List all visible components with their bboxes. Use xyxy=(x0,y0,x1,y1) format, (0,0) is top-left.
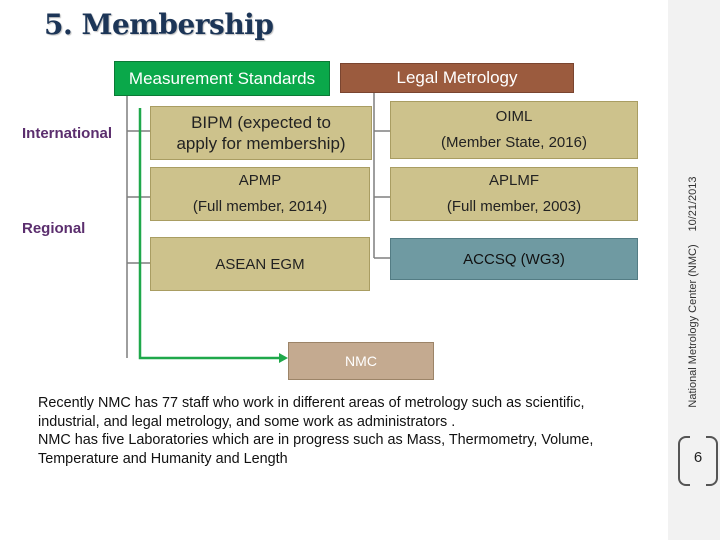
row-label-international: International xyxy=(22,125,113,142)
oiml-box: OIML (Member State, 2016) xyxy=(390,101,638,159)
accsq-box: ACCSQ (WG3) xyxy=(390,238,638,280)
nmc-arrow-head xyxy=(279,353,288,363)
measurement-standards-header: Measurement Standards xyxy=(114,61,330,96)
right-sidebar xyxy=(668,0,720,540)
bipm-box: BIPM (expected to apply for membership) xyxy=(150,106,372,160)
description-paragraph: Recently NMC has 77 staff who work in di… xyxy=(38,394,663,469)
description-line: NMC has five Laboratories which are in p… xyxy=(38,432,594,449)
description-line: industrial, and legal metrology, and som… xyxy=(38,413,456,430)
description-line: Recently NMC has 77 staff who work in di… xyxy=(38,395,585,411)
slide-title: 5. Membership xyxy=(44,8,274,41)
nmc-box: NMC xyxy=(288,342,434,380)
nmc-arrow-line xyxy=(138,108,282,360)
aplmf-box: APLMF (Full member, 2003) xyxy=(390,167,638,221)
apmp-box: APMP (Full member, 2014) xyxy=(150,167,370,221)
asean-egm-box: ASEAN EGM xyxy=(150,237,370,291)
row-label-regional: Regional xyxy=(22,220,86,237)
page-number: 6 xyxy=(678,436,718,486)
description-line: Temperature and Humanity and Length xyxy=(38,451,288,468)
legal-metrology-header: Legal Metrology xyxy=(340,63,574,93)
